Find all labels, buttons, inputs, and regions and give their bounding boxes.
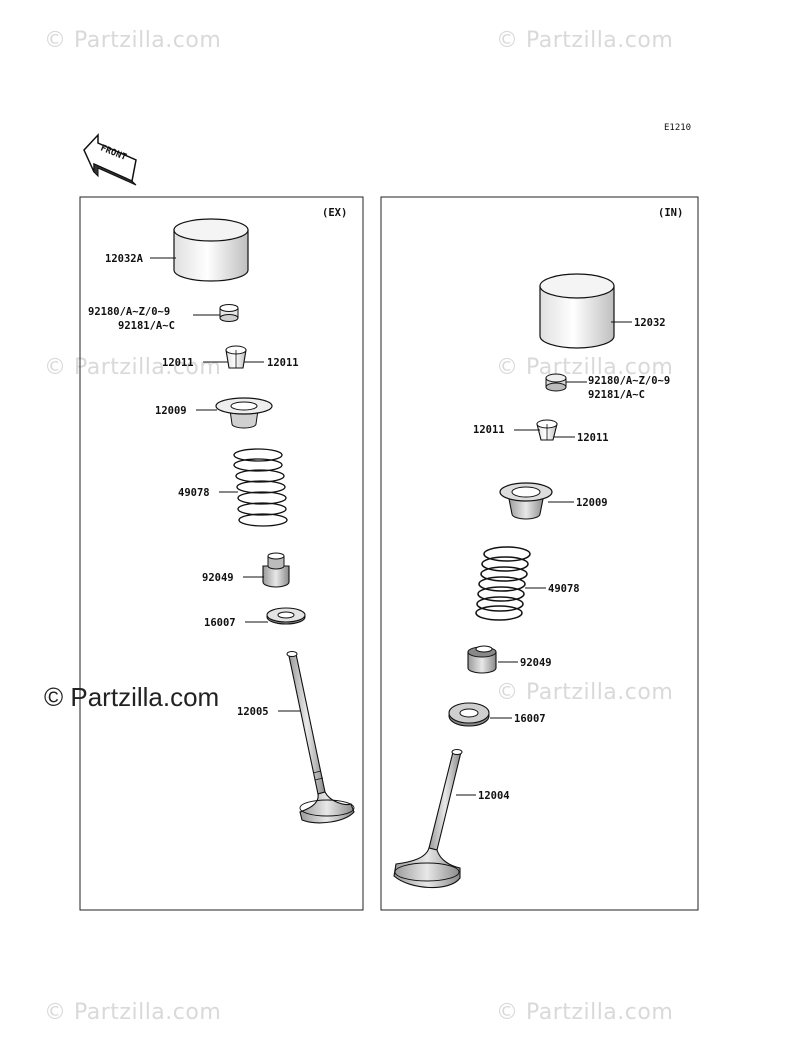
in-spring-seat (448, 702, 490, 727)
in-label-shim-1: 92180/A~Z/0~9 (588, 375, 670, 387)
in-label-tappet: 12032 (634, 317, 666, 329)
ex-panel-frame (79, 196, 364, 911)
in-tappet (539, 273, 615, 349)
ex-label-spring: 49078 (178, 487, 210, 499)
ex-label-tappet: 12032A (105, 253, 144, 265)
in-panel-tag: (IN) (658, 207, 683, 219)
in-label-valve: 12004 (478, 790, 510, 802)
ex-label-retainer: 12009 (155, 405, 187, 417)
ex-stem-seal (262, 552, 290, 588)
ex-valve (286, 651, 355, 824)
front-arrow-icon: FRONT (83, 133, 137, 186)
ex-label-keeper-right: 12011 (267, 357, 299, 369)
ex-panel-tag: (EX) (322, 207, 347, 219)
in-panel-frame (380, 196, 699, 911)
watermark: © Partzilla.com (496, 1000, 674, 1025)
watermark-dark: © Partzilla.com (44, 682, 220, 712)
watermark: © Partzilla.com (44, 355, 222, 380)
ex-label-valve: 12005 (237, 706, 269, 718)
ex-keepers (225, 345, 247, 369)
in-valve (393, 749, 463, 889)
watermark: © Partzilla.com (44, 28, 222, 53)
in-keepers (536, 419, 558, 441)
watermark: © Partzilla.com (496, 28, 674, 53)
ex-label-spring-seat: 16007 (204, 617, 236, 629)
ex-retainer (215, 397, 273, 429)
in-label-spring: 49078 (548, 583, 580, 595)
ex-label-shim-1: 92180/A~Z/0~9 (88, 306, 170, 318)
watermark: © Partzilla.com (496, 355, 674, 380)
ex-label-stem-seal: 92049 (202, 572, 234, 584)
ex-label-keeper-left: 12011 (162, 357, 194, 369)
diagram-code: E1210 (664, 123, 691, 133)
ex-label-shim-2: 92181/A~C (118, 320, 175, 332)
watermark: © Partzilla.com (44, 1000, 222, 1025)
in-stem-seal (467, 645, 497, 674)
in-label-keeper-right: 12011 (577, 432, 609, 444)
watermark: © Partzilla.com (496, 680, 674, 705)
ex-spring (233, 448, 288, 527)
ex-tappet (173, 218, 249, 282)
ex-shim (219, 304, 239, 322)
in-label-retainer: 12009 (576, 497, 608, 509)
in-label-spring-seat: 16007 (514, 713, 546, 725)
in-label-keeper-left: 12011 (473, 424, 505, 436)
ex-spring-seat (266, 607, 306, 625)
in-label-stem-seal: 92049 (520, 657, 552, 669)
in-retainer (499, 482, 553, 520)
in-shim (545, 373, 567, 392)
in-spring (475, 546, 531, 621)
in-label-shim-2: 92181/A~C (588, 389, 645, 401)
